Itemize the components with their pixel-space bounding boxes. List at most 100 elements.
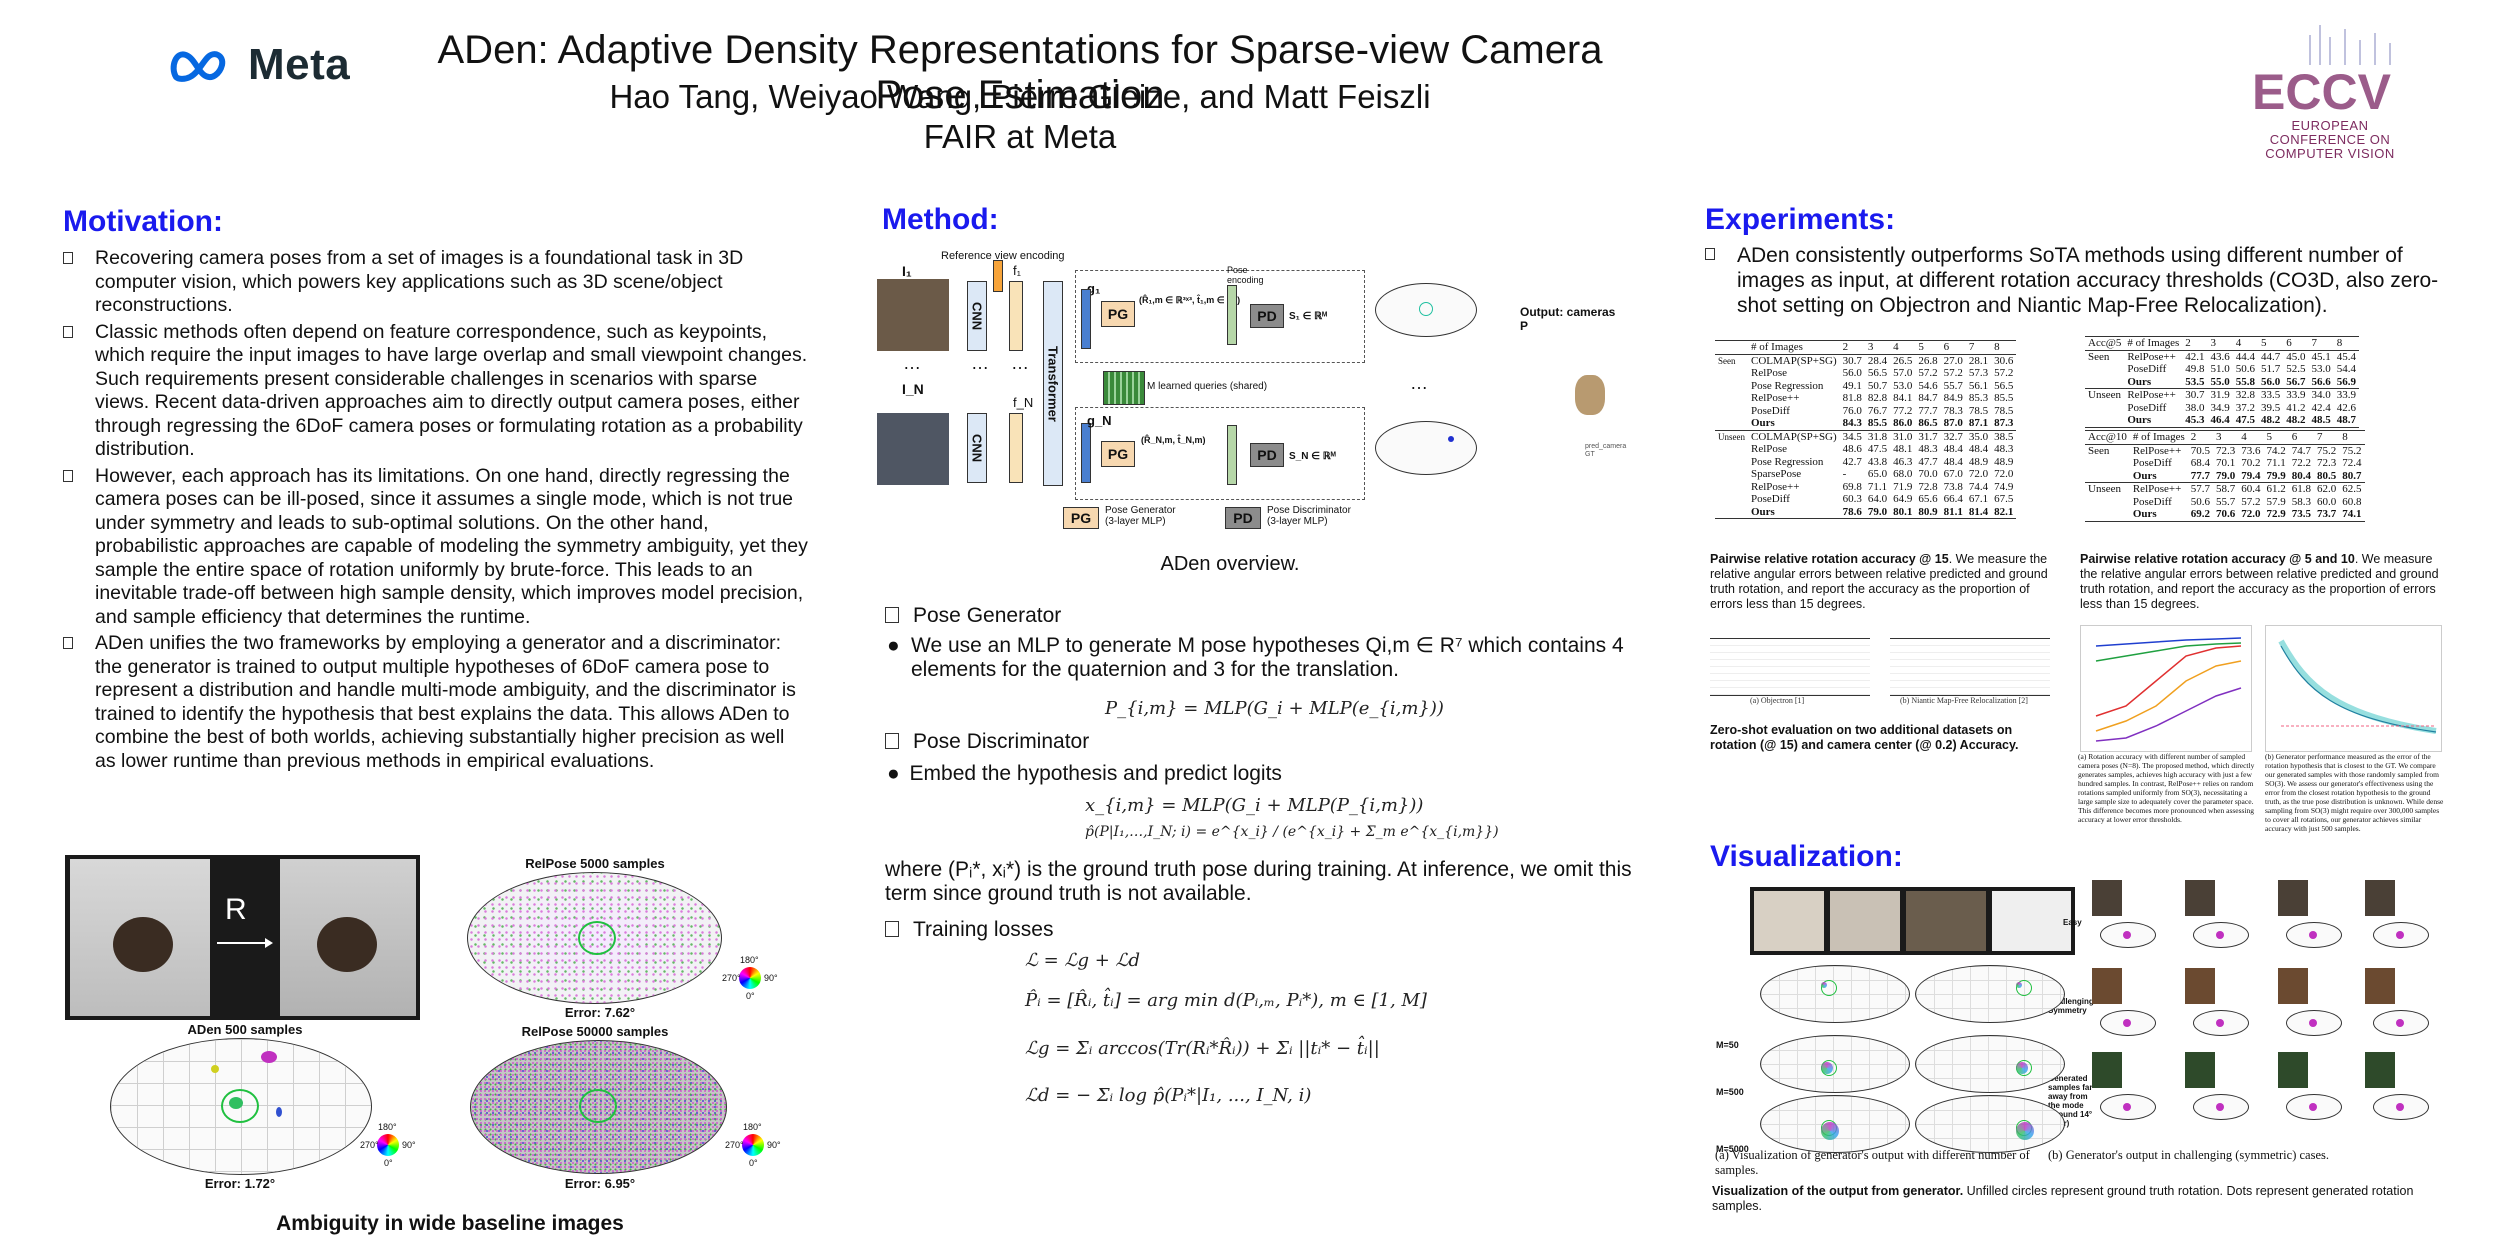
table-cell: 32.8 (2232, 388, 2259, 402)
table-cell: Seen (2085, 349, 2125, 363)
method-caption: ADen overview. (1160, 553, 1300, 575)
table-cell: 71.1 (2266, 457, 2286, 469)
pose-discriminator-heading: Pose Discriminator (885, 730, 1089, 754)
table-cell: 76.7 (1867, 404, 1888, 417)
table-cell: 33.9 (2333, 388, 2360, 402)
table-cell: 58.7 (2213, 482, 2239, 496)
vis-example-sphere (2100, 1094, 2156, 1120)
table-cell: 62.0 (2314, 482, 2340, 496)
table-cell (2085, 363, 2124, 376)
wide-baseline-photo-pair: R (65, 855, 420, 1020)
table-cell: RelPose (1751, 443, 1788, 455)
vis-example-image (2185, 880, 2215, 916)
table-cell: 64.0 (1867, 493, 1888, 505)
table-cell: 85.3 (1968, 392, 1989, 404)
table-cell: 55.7 (1943, 379, 1963, 392)
group-label (1715, 417, 1748, 430)
table-cell (2085, 496, 2130, 509)
table-cell: 31.8 (1864, 429, 1891, 443)
vis-caption-b: (b) Generator's output in challenging (s… (2048, 1148, 2329, 1162)
g1-block (1081, 289, 1091, 349)
vis-example-image (2365, 880, 2395, 916)
table-cell: 61.2 (2263, 482, 2289, 496)
vis-example-image (2092, 1052, 2122, 1088)
table-cell: Pose Regression (1751, 455, 1824, 468)
table-cell: 84.7 (1918, 392, 1938, 404)
table-header-cell: # of Images (2124, 336, 2183, 350)
where-text: where (Pᵢ*, xᵢ*) is the ground truth pos… (885, 858, 1632, 905)
table-cell: Ours (2127, 375, 2152, 388)
table-cell: 53.0 (1893, 379, 1913, 392)
relpose50000-sphere (470, 1040, 727, 1174)
table-cell: 62.5 (2339, 482, 2365, 496)
relpose50000-error: Error: 6.95° (564, 1176, 636, 1191)
vis-example-sphere (2193, 1010, 2249, 1036)
table-cell: 37.2 (2235, 401, 2256, 414)
table-cell: 65.0 (1867, 468, 1888, 480)
table-cell: 66.4 (1943, 493, 1963, 505)
table-cell: PoseDiff (1751, 404, 1790, 417)
table-cell (2085, 402, 2124, 415)
table-cell: 55.8 (2235, 375, 2256, 388)
eccv-logo-text: ECCV (2252, 64, 2392, 117)
vis-example-sphere (2286, 922, 2342, 948)
rotation-label: R (225, 893, 247, 926)
table-cell: Ours (1751, 505, 1775, 518)
table-cell: 57.2 (1994, 367, 2014, 379)
motivation-bullet: Classic methods often depend on feature … (63, 321, 808, 462)
pd-block-n[interactable]: PD (1250, 443, 1284, 467)
poster-title: ADen: Adaptive Density Representations f… (437, 28, 1603, 117)
table-cell: 56.5 (1994, 379, 2014, 392)
eccv-emblem-icon: ECCV (2252, 25, 2392, 120)
table-cell: PoseDiff (2127, 363, 2167, 375)
table-cell: 50.6 (2235, 363, 2256, 375)
table-cell: 78.5 (1968, 404, 1989, 417)
table-cell: 72.3 (2317, 457, 2337, 469)
table-cell: 35.0 (1965, 429, 1992, 443)
vis-sphere (1760, 1095, 1910, 1153)
table-cell: 30.7 (2182, 388, 2208, 402)
vis-example-sphere (2193, 1094, 2249, 1120)
pg-block-1[interactable]: PG (1101, 301, 1135, 327)
table-cell: 27.0 (1940, 353, 1966, 367)
table-cell (2085, 470, 2130, 483)
vis-example-sphere (2373, 922, 2429, 948)
table-cell: 72.4 (2342, 457, 2362, 469)
table-cell: 45.4 (2333, 349, 2360, 363)
row-label-easy: Easy (2063, 918, 2082, 927)
table-cell: - (1842, 468, 1847, 480)
pd-block-1[interactable]: PD (1250, 304, 1284, 328)
table-cell: 30.7 (1839, 353, 1865, 367)
table-cell: 48.5 (2311, 414, 2331, 426)
table-cell: Ours (2127, 414, 2152, 426)
table-cell: 46.4 (2210, 414, 2230, 426)
meta-logo: Meta (168, 40, 368, 90)
vis-example-image (2185, 1052, 2215, 1088)
aden500-title: ADen 500 samples (187, 1022, 303, 1037)
table-cell: 39.5 (2261, 401, 2281, 414)
table-cell: 70.6 (2216, 508, 2236, 520)
table-cell: 58.3 (2291, 495, 2312, 508)
group-label (1715, 367, 1748, 380)
table-cell: 42.1 (2182, 349, 2208, 363)
zero-shot-tables: (a) Objectron [1] (b) Niantic Map-Free R… (1710, 638, 2050, 706)
table-cell: 42.4 (2311, 401, 2331, 414)
table-cell: 26.8 (1915, 353, 1941, 367)
table-cell: 45.0 (2283, 349, 2309, 363)
table-cell: 77.2 (1893, 404, 1913, 417)
cnn-block-1: CNN (967, 281, 987, 351)
pg-block-n[interactable]: PG (1101, 441, 1135, 467)
group-label (1715, 443, 1748, 456)
table-cell: 48.4 (1968, 443, 1989, 455)
table-cell: 32.7 (1940, 429, 1966, 443)
input-image-1 (877, 279, 949, 351)
plot-caption-b: (b) Generator performance measured as th… (2265, 752, 2444, 833)
